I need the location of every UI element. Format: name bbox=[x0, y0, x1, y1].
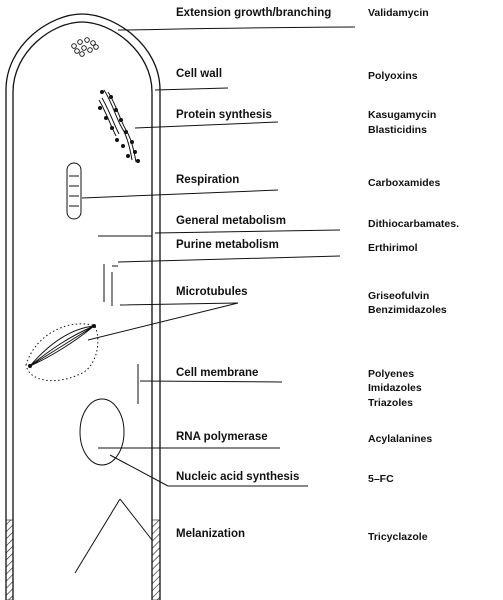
target-label: Melanization bbox=[176, 528, 245, 540]
target-label: Purine metabolism bbox=[176, 239, 279, 251]
leader-melanization-2 bbox=[120, 499, 152, 540]
drug-label: Validamycin bbox=[368, 7, 429, 19]
drug-label: Tricyclazole bbox=[368, 531, 428, 543]
drug-label: Benzimidazoles bbox=[368, 304, 447, 316]
drug-label: Triazoles bbox=[368, 397, 413, 409]
leader-general bbox=[155, 230, 340, 233]
leader-microtubules bbox=[88, 303, 238, 340]
drug-label: 5–FC bbox=[368, 473, 394, 485]
drug-label: Polyenes bbox=[368, 368, 414, 380]
mitotic-spindle bbox=[26, 324, 98, 381]
drug-label: Imidazoles bbox=[368, 382, 422, 394]
drug-label: Polyoxins bbox=[368, 70, 418, 82]
melanized-wall-left bbox=[6, 520, 13, 600]
target-label: Cell membrane bbox=[176, 367, 258, 379]
leader-cell-wall bbox=[155, 88, 228, 90]
leader-respiration bbox=[82, 190, 278, 198]
leader-nucleic bbox=[110, 455, 168, 486]
leader-purine bbox=[118, 256, 340, 262]
drug-label: Acylalanines bbox=[368, 433, 432, 445]
target-label: Cell wall bbox=[176, 68, 222, 80]
nucleus bbox=[80, 399, 124, 465]
drug-label: Kasugamycin bbox=[368, 109, 436, 121]
target-label: RNA polymerase bbox=[176, 431, 268, 443]
target-label: Extension growth/branching bbox=[176, 7, 331, 19]
leader-melanization bbox=[75, 499, 120, 573]
target-label: General metabolism bbox=[176, 215, 286, 227]
melanized-wall-right bbox=[152, 520, 160, 600]
leader-protein bbox=[135, 122, 278, 128]
tip-vesicles bbox=[72, 38, 99, 57]
leader-membrane bbox=[140, 381, 282, 382]
ribosome-er bbox=[98, 90, 140, 163]
drug-label: Carboxamides bbox=[368, 177, 441, 189]
drug-label: Dithiocarbamates. bbox=[368, 218, 459, 230]
leader-extension bbox=[118, 27, 355, 30]
drug-label: Blasticidins bbox=[368, 124, 427, 136]
hypha-outer-wall bbox=[6, 14, 160, 600]
drug-label: Griseofulvin bbox=[368, 290, 429, 302]
target-label: Respiration bbox=[176, 174, 239, 186]
target-label: Microtubules bbox=[176, 286, 248, 298]
drug-label: Erthirimol bbox=[368, 242, 418, 254]
mitochondrion bbox=[67, 163, 81, 219]
target-label: Protein synthesis bbox=[176, 109, 272, 121]
target-label: Nucleic acid synthesis bbox=[176, 471, 299, 483]
